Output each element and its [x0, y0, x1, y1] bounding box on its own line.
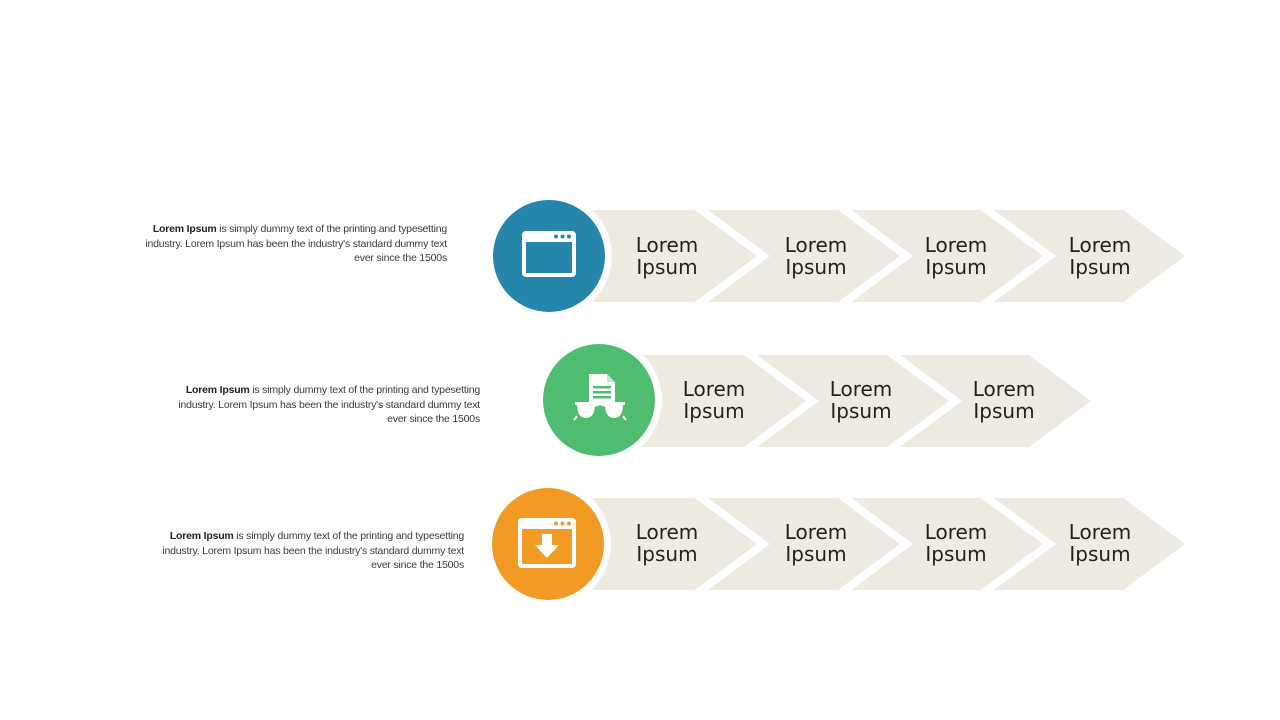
row3-step4-line1: Lorem	[1068, 520, 1132, 544]
row1-description-bold: Lorem Ipsum	[152, 223, 217, 235]
download-window-icon	[518, 518, 576, 568]
row1-step3-label: Lorem Ipsum	[911, 234, 1001, 278]
row3-step3-line2: Ipsum	[925, 542, 987, 566]
row1-step3-line1: Lorem	[924, 233, 988, 257]
row2-step1-line2: Ipsum	[683, 399, 745, 423]
row3-step3-line1: Lorem	[924, 520, 988, 544]
row2-step3-label: Lorem Ipsum	[959, 378, 1049, 422]
row3-description-line2: industry. Lorem Ipsum has been the indus…	[162, 544, 464, 557]
row1-step2-line1: Lorem	[784, 233, 848, 257]
row3-step2-label: Lorem Ipsum	[771, 521, 861, 565]
row2-description-line1: is simply dummy text of the printing and…	[249, 384, 480, 396]
row2-step3-line2: Ipsum	[973, 399, 1035, 423]
row2-step2-line1: Lorem	[829, 377, 893, 401]
row2-description: Lorem Ipsum is simply dummy text of the …	[120, 383, 480, 427]
row3-step1-label: Lorem Ipsum	[622, 521, 712, 565]
row1-step1-line2: Ipsum	[636, 255, 698, 279]
row3-description-line1: is simply dummy text of the printing and…	[233, 530, 464, 542]
row3-step2-line1: Lorem	[784, 520, 848, 544]
row1-description-line3: ever since the 1500s	[354, 252, 447, 264]
row3-description-bold: Lorem Ipsum	[169, 530, 234, 542]
row2-description-line3: ever since the 1500s	[387, 413, 480, 425]
row2-description-line2: industry. Lorem Ipsum has been the indus…	[178, 398, 480, 411]
row3-step1-line2: Ipsum	[636, 542, 698, 566]
row3-description-line3: ever since the 1500s	[371, 559, 464, 571]
row1-step3-line2: Ipsum	[925, 255, 987, 279]
row3-step2-line2: Ipsum	[785, 542, 847, 566]
row2-step2-line2: Ipsum	[830, 399, 892, 423]
row1-description: Lorem Ipsum is simply dummy text of the …	[87, 222, 447, 266]
row1-step1-line1: Lorem	[635, 233, 699, 257]
row1-description-line1: is simply dummy text of the printing and…	[216, 223, 447, 235]
row1-step2-label: Lorem Ipsum	[771, 234, 861, 278]
row1-step4-line2: Ipsum	[1069, 255, 1131, 279]
row3-description: Lorem Ipsum is simply dummy text of the …	[104, 529, 464, 573]
row3-step1-line1: Lorem	[635, 520, 699, 544]
document-glasses-icon	[573, 374, 627, 421]
row1-description-line2: industry. Lorem Ipsum has been the indus…	[145, 237, 447, 250]
row2-step3-line1: Lorem	[972, 377, 1036, 401]
row2-step1-label: Lorem Ipsum	[669, 378, 759, 422]
row2-step2-label: Lorem Ipsum	[816, 378, 906, 422]
row1-step4-label: Lorem Ipsum	[1055, 234, 1145, 278]
row3-step3-label: Lorem Ipsum	[911, 521, 1001, 565]
browser-window-icon	[522, 231, 576, 277]
row3-step4-line2: Ipsum	[1069, 542, 1131, 566]
row2-description-bold: Lorem Ipsum	[185, 384, 250, 396]
row1-step4-line1: Lorem	[1068, 233, 1132, 257]
row3-step4-label: Lorem Ipsum	[1055, 521, 1145, 565]
row2-step1-line1: Lorem	[682, 377, 746, 401]
row1-step1-label: Lorem Ipsum	[622, 234, 712, 278]
row1-step2-line2: Ipsum	[785, 255, 847, 279]
